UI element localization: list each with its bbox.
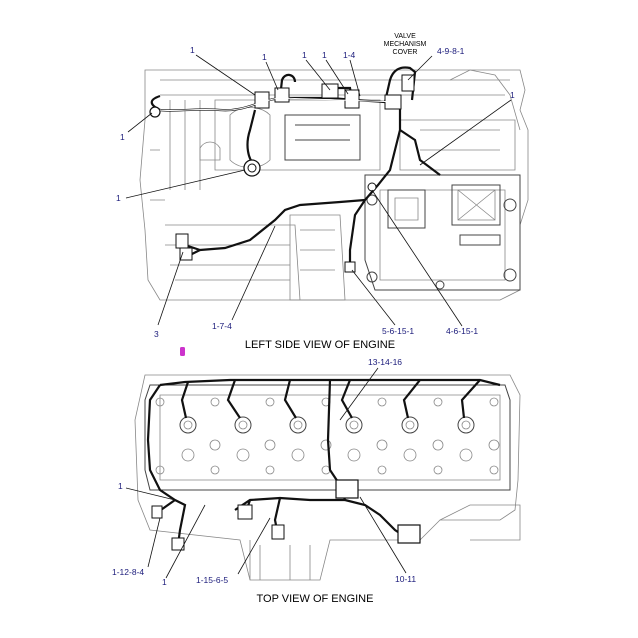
callout-label: 1-15-6-5 — [196, 575, 228, 585]
left-view-caption: LEFT SIDE VIEW OF ENGINE — [245, 339, 395, 351]
page-marker — [180, 347, 185, 356]
valve-mechanism-cover-note: VALVE MECHANISM COVER — [384, 33, 427, 56]
top-view-harness — [146, 378, 501, 551]
top-view-caption: TOP VIEW OF ENGINE — [257, 593, 374, 605]
callout-label: 1 — [120, 132, 125, 142]
callout-label: 3 — [154, 329, 159, 339]
left-view-callouts: 1 1 1 1 1-4 4-9-8-1 1 1 1 3 1-7-4 5-6-15… — [116, 45, 515, 339]
callout-label: 1 — [162, 577, 167, 587]
left-view-engine-outline — [139, 69, 529, 301]
callout-label: 1 — [116, 193, 121, 203]
top-view-leader-lines — [125, 367, 407, 579]
callout-label: 4-9-8-1 — [437, 46, 465, 56]
note-line-3: COVER — [393, 49, 418, 56]
top-view-callouts: 13-14-16 1 1-12-8-4 1 1-15-6-5 10-11 — [112, 357, 416, 587]
callout-label: 13-14-16 — [368, 357, 402, 367]
left-view-leader-lines — [125, 54, 512, 327]
callout-label: 1 — [322, 50, 327, 60]
top-view-bolts — [155, 397, 500, 475]
callout-label: 1 — [302, 50, 307, 60]
note-line-2: MECHANISM — [384, 41, 427, 48]
top-view-injectors — [179, 416, 475, 434]
callout-label: 1 — [510, 90, 515, 100]
callout-label: 1 — [190, 45, 195, 55]
callout-label: 1-4 — [343, 50, 356, 60]
callout-label: 1-7-4 — [212, 321, 232, 331]
left-view-harness — [149, 66, 441, 273]
callout-label: 1-12-8-4 — [112, 567, 144, 577]
callout-label: 5-6-15-1 — [382, 326, 414, 336]
callout-label: 10-11 — [395, 574, 416, 584]
callout-label: 1 — [262, 52, 267, 62]
note-line-1: VALVE — [394, 33, 416, 40]
callout-label: 4-6-15-1 — [446, 326, 478, 336]
callout-label: 1 — [118, 481, 123, 491]
top-view-engine-outline — [134, 374, 521, 581]
